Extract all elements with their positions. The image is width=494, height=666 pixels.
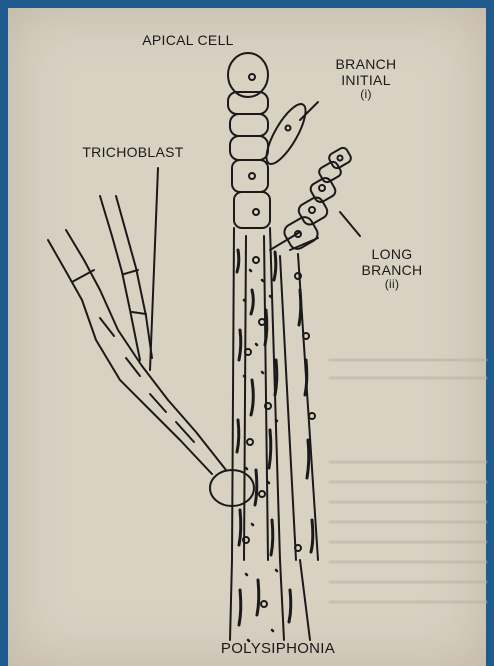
long-branch — [270, 146, 353, 560]
long-branch-leader-line — [340, 212, 360, 236]
trichoblast-leader-line — [150, 168, 158, 370]
long-branch-line3: (ii) — [350, 278, 434, 292]
label-trichoblast: TRICHOBLAST — [58, 144, 208, 160]
branch-initial-line1: BRANCH — [318, 56, 414, 72]
apical-cell — [228, 53, 268, 97]
long-branch-line1: LONG — [350, 246, 434, 262]
branch-initial-line3: (i) — [318, 88, 414, 102]
branch-initial-line2: INITIAL — [318, 72, 414, 88]
long-branch-line2: BRANCH — [350, 262, 434, 278]
diagram-title: POLYSIPHONIA — [178, 640, 378, 657]
main-axis — [228, 53, 310, 641]
label-branch-initial: BRANCH INITIAL (i) — [318, 56, 414, 102]
background-text-lines — [330, 360, 486, 602]
label-apical-cell: APICAL CELL — [114, 32, 262, 48]
label-long-branch: LONG BRANCH (ii) — [350, 246, 434, 292]
